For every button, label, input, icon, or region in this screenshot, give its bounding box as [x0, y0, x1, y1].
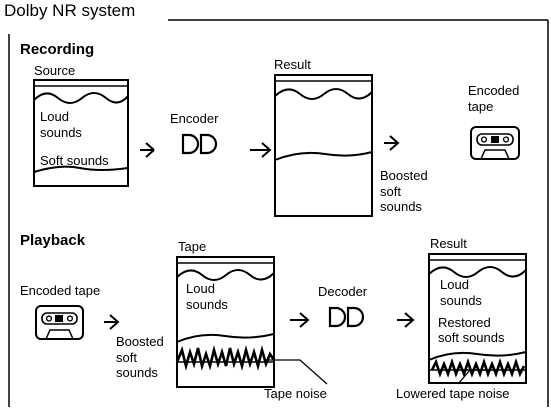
tape-box	[175, 256, 276, 388]
tape-loud-text: Loud sounds	[186, 281, 228, 313]
recording-encoded-tape-label: Encoded tape	[468, 83, 520, 114]
result-loud-text: Loud sounds	[440, 277, 482, 309]
recording-heading: Recording	[20, 41, 95, 58]
arrow-2	[250, 142, 272, 158]
arrow-4	[104, 314, 120, 330]
encoder-label: Encoder	[170, 111, 219, 126]
encoder-dolby-icon	[181, 133, 218, 155]
tape-label: Tape	[178, 239, 207, 254]
source-label: Source	[34, 63, 76, 78]
decoder-label: Decoder	[318, 284, 368, 299]
result-box-recording	[274, 74, 373, 217]
source-soft-text: Soft sounds	[40, 153, 109, 168]
playback-encoded-tape-label: Encoded tape	[20, 283, 101, 298]
decoder-dolby-icon	[328, 306, 365, 328]
recording-boosted-text: Boosted soft sounds	[380, 168, 428, 215]
result-label-playback: Result	[430, 236, 467, 251]
playback-heading: Playback	[20, 232, 86, 249]
result-box-playback	[428, 253, 527, 384]
diagram-title: Dolby NR system	[4, 1, 136, 20]
arrow-5	[290, 312, 310, 328]
arrow-1	[140, 142, 155, 158]
tape-noise-leader	[266, 359, 328, 385]
tape-noise-label: Tape noise	[264, 386, 327, 401]
source-loud-text: Loud sounds	[40, 109, 82, 141]
lowered-noise-label: Lowered tape noise	[396, 386, 510, 401]
cassette-icon-recording	[470, 126, 520, 160]
playback-boosted-text: Boosted soft sounds	[116, 334, 164, 381]
source-box	[33, 79, 129, 187]
cassette-icon-playback	[35, 305, 84, 340]
arrow-6	[397, 312, 415, 328]
result-label-recording: Result	[274, 57, 311, 72]
arrow-3	[384, 135, 400, 151]
restored-soft-text: Restored soft sounds	[438, 315, 505, 345]
lowered-noise-leader	[457, 369, 485, 385]
